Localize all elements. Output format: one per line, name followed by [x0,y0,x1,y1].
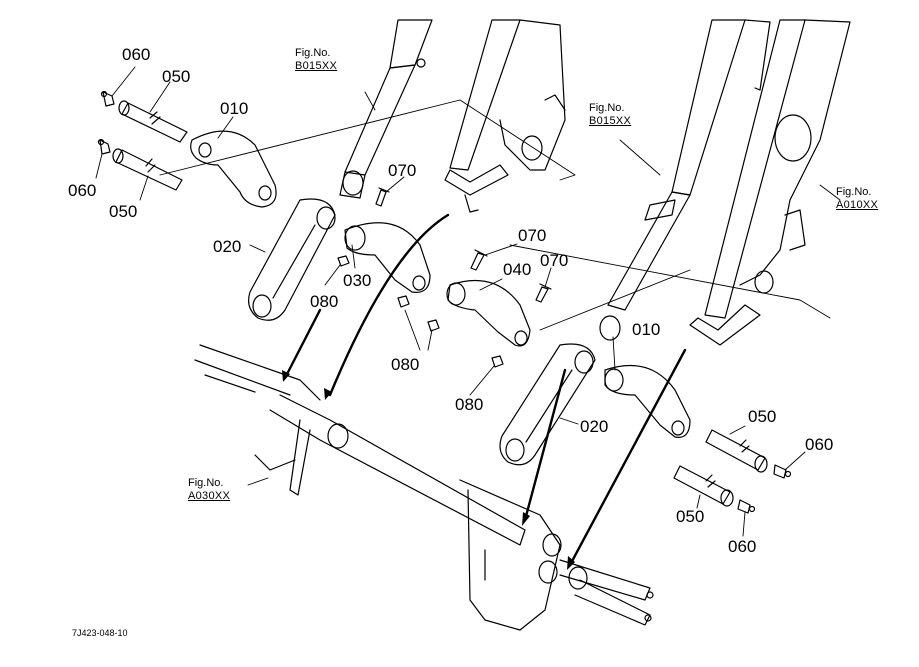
callout-050-second: 050 [109,202,138,221]
pin-050-third [705,429,768,473]
nut-080-a [337,255,350,267]
bracket-010-upper [190,130,277,208]
callout-060-top: 060 [122,45,151,64]
callout-020-left: 020 [213,237,242,256]
callout-050-top: 050 [162,67,191,86]
fig-ref-b015-left: Fig.No. B015XX [295,47,337,72]
callout-leaders [95,66,841,537]
boom-arm-right [689,19,851,346]
assembly-frame-lines [159,99,831,331]
drawing-number: 7J423-048-10 [72,628,128,638]
fig-ref-prefix: Fig.No. [188,477,224,489]
grease-nipple-060-second [97,138,111,155]
nut-080-d [491,355,504,368]
callout-070-b: 070 [518,226,547,245]
grease-nipple-060-top [100,90,115,107]
callout-010-lower: 010 [632,320,661,339]
assembly-arrows [283,213,687,567]
callout-040: 040 [503,260,532,279]
fig-ref-code: B015XX [589,114,632,127]
nut-080-c [427,319,440,332]
fig-ref-code: A030XX [188,489,231,502]
fig-ref-b015-right: Fig.No. B015XX [589,102,631,127]
callout-060-fourth: 060 [728,537,757,556]
nut-080-b [397,295,410,308]
pin-050-second [112,148,183,191]
bracket-040 [446,279,531,347]
fig-ref-prefix: Fig.No. [295,47,331,59]
callout-030: 030 [343,271,372,290]
callout-070-a: 070 [388,161,417,180]
fig-ref-prefix: Fig.No. [589,102,625,114]
fig-ref-code: B015XX [295,59,338,72]
bracket-030 [344,222,431,293]
callout-050-third: 050 [748,407,777,426]
bolt-070-b [470,249,488,271]
lift-cylinder-right [599,19,771,341]
callout-060-third: 060 [805,435,834,454]
pin-050-top [118,100,188,143]
bolt-070-c [535,283,552,303]
fig-ref-code: A010XX [836,198,879,211]
fig-ref-a030: Fig.No. A030XX [188,477,230,502]
grease-nipple-060-fourth [737,499,756,514]
fig-ref-prefix: Fig.No. [836,186,872,198]
arrow-heads [282,370,575,570]
loader-frame [194,344,654,631]
callout-050-fourth: 050 [676,507,705,526]
link-020-left [248,198,336,321]
callout-010-upper: 010 [220,99,249,118]
callout-020-right: 020 [580,417,609,436]
pin-050-fourth [673,465,734,507]
callout-060-second: 060 [68,181,97,200]
fig-ref-a010: Fig.No. A010XX [836,186,878,211]
grease-nipple-060-third [773,464,792,479]
boom-arm-left [444,19,566,213]
lift-cylinder-left [339,19,433,199]
callout-080-b: 080 [391,355,420,374]
callout-070-c: 070 [540,251,569,270]
bracket-010-lower [604,364,691,438]
callout-080-c: 080 [455,395,484,414]
callout-080-a: 080 [310,292,339,311]
link-020-right [499,343,596,466]
